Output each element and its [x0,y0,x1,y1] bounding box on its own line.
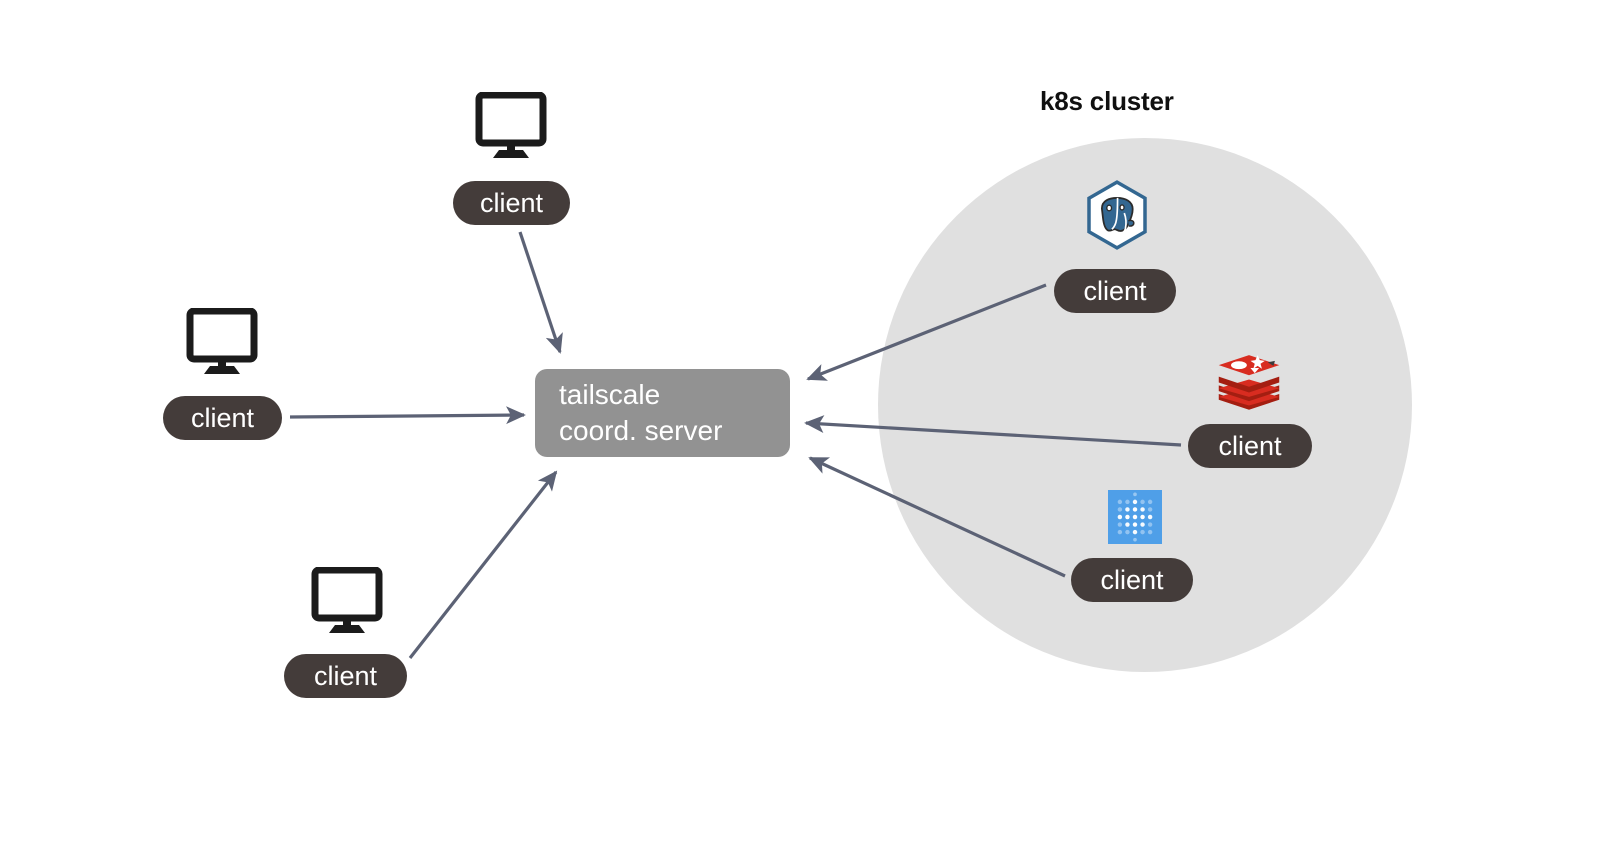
client-node-redis[interactable]: client [1188,424,1312,468]
monitor-icon [186,307,258,381]
monitor-icon-svg [186,307,258,374]
monitor-icon [311,566,383,640]
edge-client-top-to-server [518,231,563,354]
client-node-client-top[interactable]: client [453,181,570,225]
server-label-line1: tailscale [559,379,661,411]
redis-icon [1213,345,1285,422]
postgresql-icon-svg [1087,180,1147,250]
client-node-client-bottom[interactable]: client [284,654,407,698]
server-label-line2: coord. server [559,415,723,446]
mongodb-icon-svg [1108,490,1162,544]
redis-icon-svg [1218,355,1280,410]
postgresql-icon [1082,180,1152,255]
mongodb-icon [1108,490,1162,549]
edge-client-bottom-to-server [408,470,558,659]
monitor-icon [475,91,547,165]
k8s-cluster-title: k8s cluster [1040,86,1174,116]
client-node-mongodb[interactable]: client [1071,558,1193,602]
client-node-client-left[interactable]: client [163,396,282,440]
tailscale-coord-server[interactable]: tailscale coord. server [535,369,790,457]
client-node-postgres[interactable]: client [1054,269,1176,313]
monitor-icon-svg [311,566,383,633]
edge-client-left-to-server [289,406,526,425]
monitor-icon-svg [475,91,547,158]
